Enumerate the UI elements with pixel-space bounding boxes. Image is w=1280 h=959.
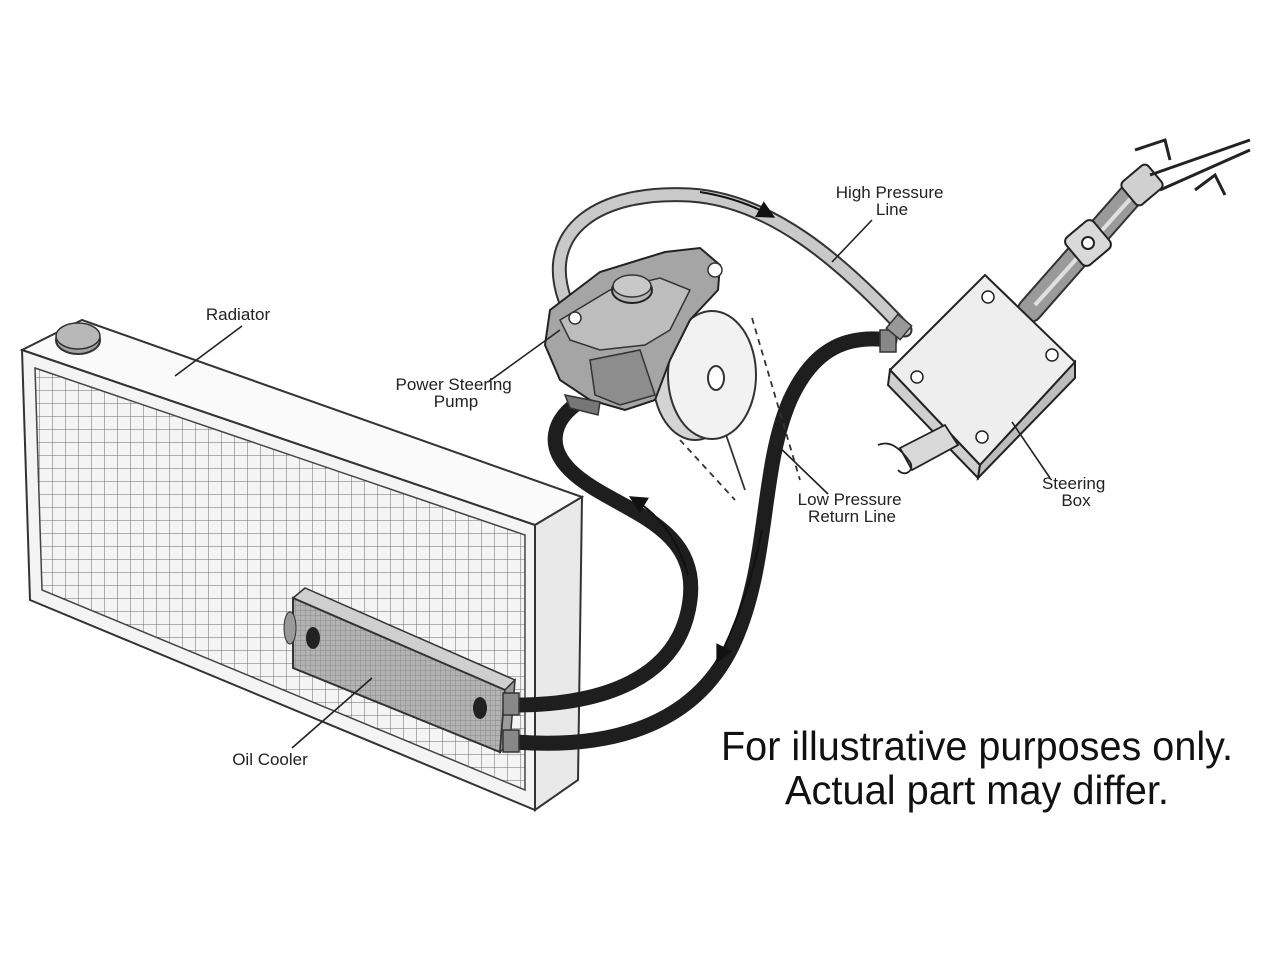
label-oil-cooler: Oil Cooler [232,750,308,769]
disclaimer: For illustrative purposes only. Actual p… [721,723,1233,813]
disclaimer-line-1: For illustrative purposes only. [721,723,1233,769]
oil-cooler [283,587,517,754]
label-high-pressure-line: High Pressure Line [836,183,948,219]
high-pressure-line [552,187,913,341]
callout-labels: High Pressure Line Radiator Power Steeri… [206,183,1110,769]
label-radiator: Radiator [206,305,271,324]
hose-return-line [507,331,898,751]
leader-lines [174,219,1051,749]
flow-arrow-to-pump [628,496,689,576]
label-power-steering-pump: Power Steering Pump [396,375,517,411]
label-low-pressure-return-line: Low Pressure Return Line [798,490,907,526]
disclaimer-line-2: Actual part may differ. [785,767,1169,813]
flow-arrow-high-pressure [699,191,776,218]
steering-box [877,273,1077,481]
radiator-side [534,495,584,812]
label-steering-box: Steering Box [1042,474,1110,510]
flow-arrow-return [716,529,763,664]
flow-arrows [628,191,776,664]
power-steering-pump [543,246,757,441]
steering-shaft [1017,138,1251,323]
radiator [19,318,585,812]
